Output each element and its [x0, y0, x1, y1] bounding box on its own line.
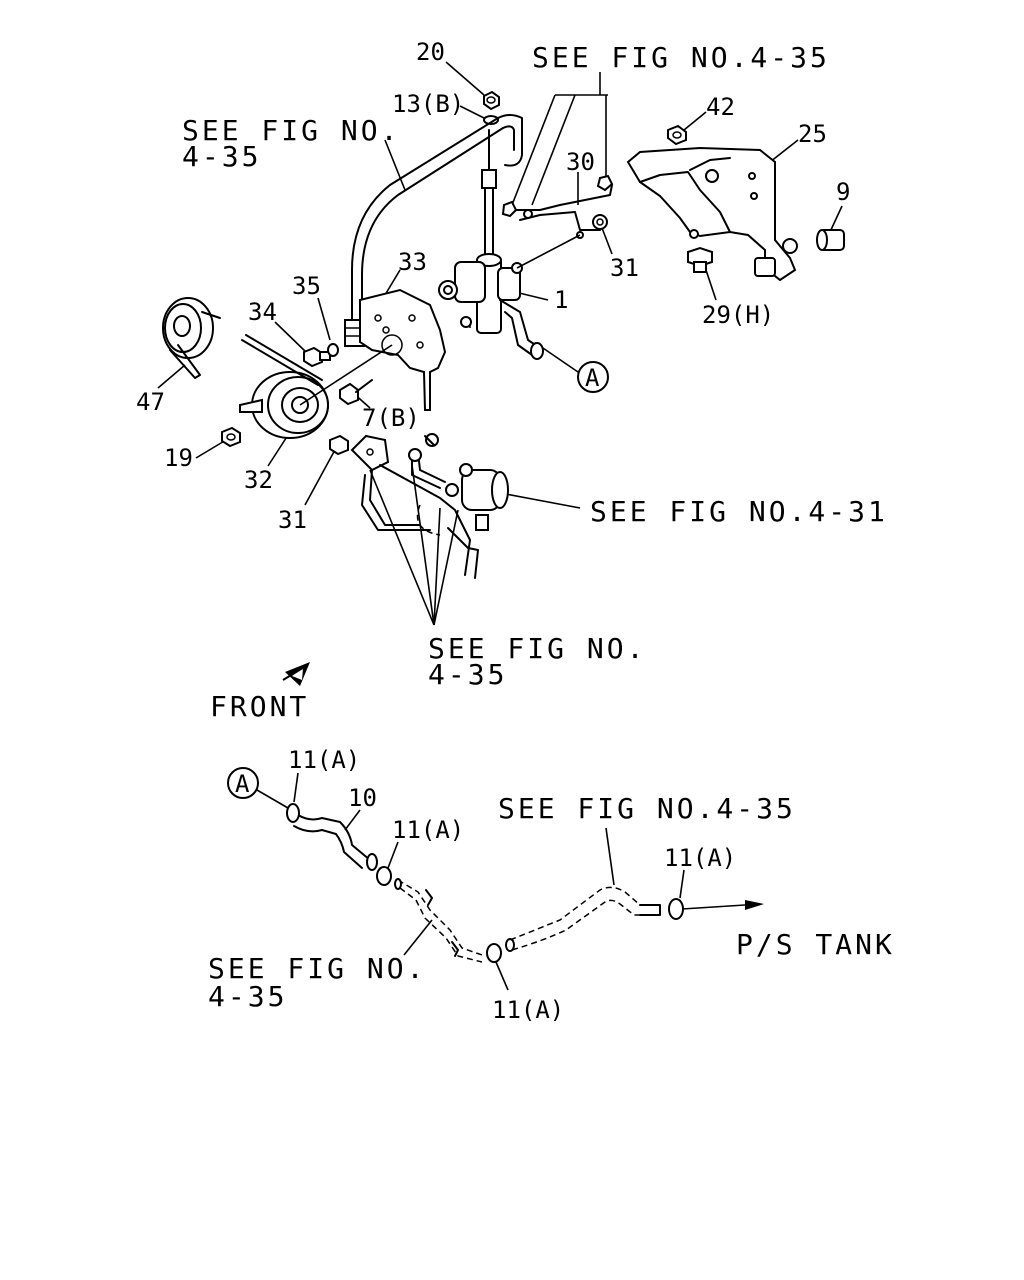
drive-belt [241, 334, 323, 386]
part-label-42: 42 [706, 93, 735, 121]
bolt-34 [303, 346, 331, 368]
callout-a-lower-text: A [235, 770, 250, 798]
ref-center-line2: 4-35 [428, 658, 507, 691]
to-tank-arrow-icon [681, 900, 764, 910]
part-label-1: 1 [554, 286, 568, 314]
leader-34 [274, 321, 307, 353]
part-label-20: 20 [416, 38, 445, 66]
clamp-11a-fourth [668, 898, 684, 920]
part-label-11a-second: 11(A) [392, 816, 464, 844]
part-label-35: 35 [292, 272, 321, 300]
front-label: FRONT [210, 690, 309, 723]
clamp-11a-third [486, 943, 502, 963]
pump-bracket-line [516, 234, 581, 269]
leader-47 [157, 364, 186, 389]
bolt-7b [339, 379, 373, 406]
leader-10 [344, 809, 361, 831]
ps-tank-label: P/S TANK [736, 928, 895, 961]
ref-center-leaders [369, 464, 459, 626]
leader-11a-first [293, 772, 299, 803]
callout-a-upper [577, 361, 609, 393]
part-label-34: 34 [248, 298, 277, 326]
ref-lower-right: SEE FIG NO.4-35 [498, 792, 796, 825]
spacer-9 [816, 229, 845, 251]
ref-mid-right: SEE FIG NO.4-31 [590, 495, 888, 528]
part-label-19: 19 [164, 444, 193, 472]
callout-a-upper-text: A [585, 364, 600, 392]
nut-42 [667, 124, 687, 146]
part-label-30: 30 [566, 148, 595, 176]
part-label-47: 47 [136, 388, 165, 416]
washer-13b [483, 115, 499, 125]
steering-pump-1 [438, 253, 544, 360]
ref-center-line1: SEE FIG NO. [428, 632, 646, 665]
bolt-29h [687, 246, 713, 273]
leader-35 [317, 297, 331, 341]
part-label-29h: 29(H) [702, 301, 774, 329]
front-arrow-icon [282, 662, 310, 686]
leader-11a-second [387, 841, 399, 869]
return-pipe [394, 878, 483, 963]
leader-31-top [601, 227, 613, 255]
ref-lower-left-leader [403, 919, 433, 956]
leader-11a-fourth [679, 869, 685, 899]
ref-lower-left-line2: 4-35 [208, 980, 287, 1013]
washer-35 [327, 343, 339, 357]
clamp-11a-second [376, 866, 392, 886]
leader-callout-a-upper [539, 345, 579, 373]
bracket-25 [626, 146, 798, 282]
leader-42 [683, 111, 707, 131]
ref-lower-left-line1: SEE FIG NO. [208, 952, 426, 985]
ref-top-left-leader [384, 139, 406, 191]
leader-9 [829, 205, 843, 233]
ref-top-left-line2: 4-35 [182, 140, 261, 173]
leader-19 [195, 439, 227, 459]
idler-pulley-47 [162, 297, 221, 379]
pulley-32 [239, 344, 393, 439]
part-label-11a-fourth: 11(A) [664, 844, 736, 872]
tank-hose [505, 886, 661, 952]
callout-a-lower [227, 767, 259, 799]
return-hose-10 [286, 803, 378, 871]
ref-mid-right-leader [494, 491, 581, 509]
leader-11a-third [495, 961, 509, 991]
part-label-13b: 13(B) [392, 90, 464, 118]
part-label-25: 25 [798, 120, 827, 148]
part-label-11a-first: 11(A) [288, 746, 360, 774]
leader-31-bottom [304, 447, 337, 506]
leader-20 [445, 61, 485, 96]
leader-25 [769, 139, 799, 163]
part-label-7b: 7(B) [362, 404, 420, 432]
ref-lower-right-leader [605, 827, 615, 886]
union-pipe [481, 129, 497, 261]
bracket-30 [501, 174, 614, 239]
part-label-33: 33 [398, 248, 427, 276]
leader-callout-a-lower [256, 789, 289, 809]
steering-gear-box [350, 433, 509, 579]
nut-19 [221, 426, 241, 448]
part-label-31-bottom: 31 [278, 506, 307, 534]
part-label-10: 10 [348, 784, 377, 812]
part-label-11a-third: 11(A) [492, 996, 564, 1024]
part-label-31-top: 31 [610, 254, 639, 282]
nut-31-top-hole [596, 218, 604, 226]
leader-33 [384, 269, 401, 296]
nut-20 [483, 90, 500, 111]
nut-31-bottom [329, 434, 349, 456]
part-label-9: 9 [836, 178, 850, 206]
part-label-32: 32 [244, 466, 273, 494]
leader-13b [459, 105, 485, 119]
bracket-33 [359, 288, 447, 411]
nut-31-top [592, 214, 608, 230]
ref-top-left-line1: SEE FIG NO. [182, 114, 400, 147]
ref-top-right: SEE FIG NO.4-35 [532, 41, 830, 74]
ref-top-right-leaders [511, 72, 608, 206]
